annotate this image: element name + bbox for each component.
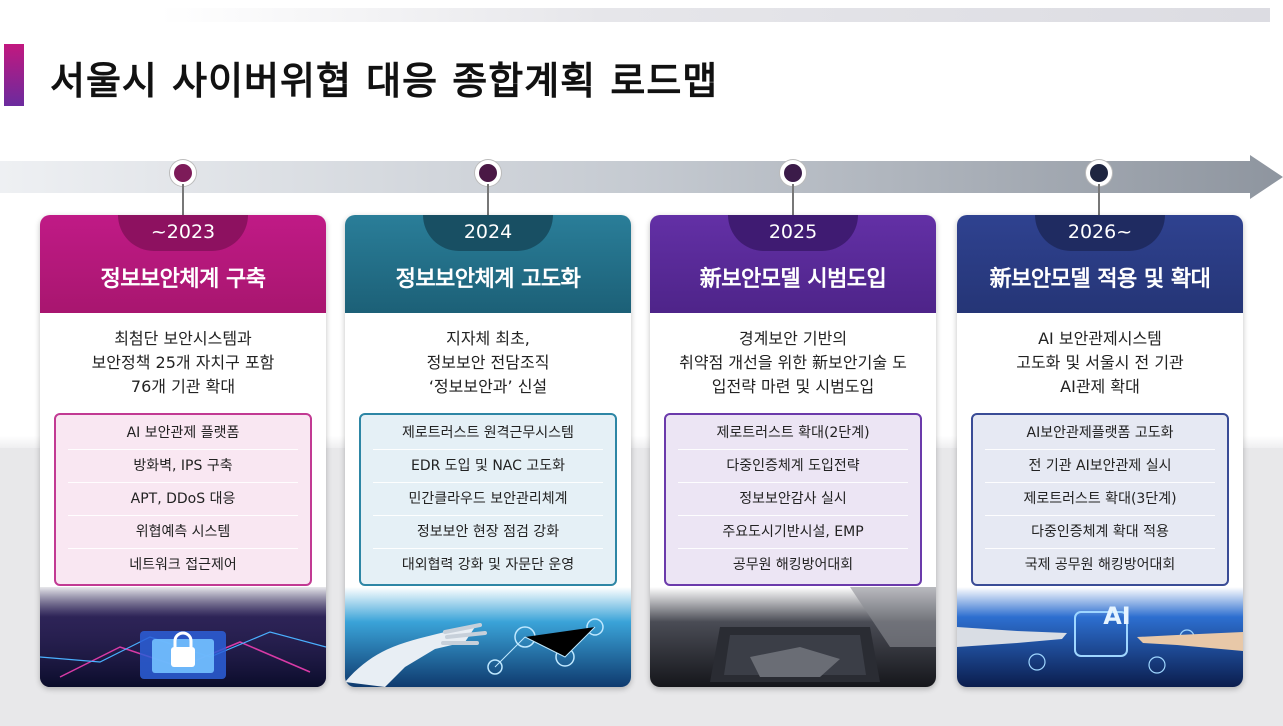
list-item: 공무원 해킹방어대회 [678, 549, 908, 582]
timeline-dot-4 [1086, 160, 1112, 186]
security-chip-lock-icon [40, 587, 326, 687]
timeline-stem-2 [487, 184, 489, 218]
title-accent-bar [4, 44, 24, 106]
card-heading: 정보보안체계 구축 [40, 261, 326, 293]
page-title: 서울시 사이버위협 대응 종합계획 로드맵 [50, 50, 718, 105]
list-item: 다중인증체계 확대 적용 [985, 516, 1215, 549]
list-item: 정보보안 현장 점검 강화 [373, 516, 603, 549]
card-year: 2024 [345, 215, 631, 247]
card-description: 경계보안 기반의 취약점 개선을 위한 新보안기술 도 입전략 마련 및 시범도… [650, 313, 936, 413]
list-item: AI 보안관제 플랫폼 [68, 417, 298, 450]
card-year: 2025 [650, 215, 936, 247]
description-line: 정보보안 전담조직 [355, 351, 621, 375]
card-item-list: 제로트러스트 확대(2단계) 다중인증체계 도입전략 정보보안감사 실시 주요도… [664, 413, 922, 586]
card-description: 지자체 최초, 정보보안 전담조직 ‘정보보안과’ 신설 [345, 313, 631, 413]
list-item: 방화벽, IPS 구축 [68, 450, 298, 483]
card-item-list: AI보안관제플랫폼 고도화 전 기관 AI보안관제 실시 제로트러스트 확대(3… [971, 413, 1229, 586]
roadmap-card-2025: 2025 新보안모델 시범도입 경계보안 기반의 취약점 개선을 위한 新보안기… [650, 215, 936, 687]
list-item: AI보안관제플랫폼 고도화 [985, 417, 1215, 450]
list-item: 대외협력 강화 및 자문단 운영 [373, 549, 603, 582]
card-item-list: 제로트러스트 원격근무시스템 EDR 도입 및 NAC 고도화 민간클라우드 보… [359, 413, 617, 586]
card-year: 2026~ [957, 215, 1243, 247]
ai-label-icon: AI [1087, 602, 1147, 630]
roadmap-card-2023: ~2023 정보보안체계 구축 최첨단 보안시스템과 보안정책 25개 자치구 … [40, 215, 326, 687]
description-line: AI관제 확대 [967, 375, 1233, 399]
roadmap-card-2024: 2024 정보보안체계 고도화 지자체 최초, 정보보안 전담조직 ‘정보보안과… [345, 215, 631, 687]
list-item: 위협예측 시스템 [68, 516, 298, 549]
timeline-dot-3 [780, 160, 806, 186]
description-line: 보안정책 25개 자치구 포함 [50, 351, 316, 375]
card-description: AI 보안관제시스템 고도화 및 서울시 전 기관 AI관제 확대 [957, 313, 1243, 413]
card-header: 2026~ 新보안모델 적용 및 확대 [957, 215, 1243, 313]
description-line: ‘정보보안과’ 신설 [355, 375, 621, 399]
hacker-laptop-icon [650, 587, 936, 687]
list-item: 다중인증체계 도입전략 [678, 450, 908, 483]
card-item-list: AI 보안관제 플랫폼 방화벽, IPS 구축 APT, DDoS 대응 위협예… [54, 413, 312, 586]
description-line: 취약점 개선을 위한 新보안기술 도 [660, 351, 926, 375]
list-item: 민간클라우드 보안관리체계 [373, 483, 603, 516]
timeline-stem-1 [182, 184, 184, 218]
description-line: 고도화 및 서울시 전 기관 [967, 351, 1233, 375]
card-description: 최첨단 보안시스템과 보안정책 25개 자치구 포함 76개 기관 확대 [40, 313, 326, 413]
card-header: 2024 정보보안체계 고도화 [345, 215, 631, 313]
card-year: ~2023 [40, 215, 326, 247]
description-line: 지자체 최초, [355, 327, 621, 351]
description-line: 76개 기관 확대 [50, 375, 316, 399]
list-item: 정보보안감사 실시 [678, 483, 908, 516]
description-line: AI 보안관제시스템 [967, 327, 1233, 351]
timeline-stem-4 [1098, 184, 1100, 218]
list-item: 주요도시기반시설, EMP [678, 516, 908, 549]
top-decor-line [160, 8, 1270, 22]
card-header: ~2023 정보보안체계 구축 [40, 215, 326, 313]
card-heading: 新보안모델 적용 및 확대 [957, 261, 1243, 293]
card-heading: 정보보안체계 고도화 [345, 261, 631, 293]
timeline-dot-2 [475, 160, 501, 186]
card-header: 2025 新보안모델 시범도입 [650, 215, 936, 313]
card-heading: 新보안모델 시범도입 [650, 261, 936, 293]
list-item: 제로트러스트 원격근무시스템 [373, 417, 603, 450]
list-item: 제로트러스트 확대(3단계) [985, 483, 1215, 516]
list-item: EDR 도입 및 NAC 고도화 [373, 450, 603, 483]
list-item: 네트워크 접근제어 [68, 549, 298, 582]
description-line: 입전략 마련 및 시범도입 [660, 375, 926, 399]
list-item: 제로트러스트 확대(2단계) [678, 417, 908, 450]
list-item: 전 기관 AI보안관제 실시 [985, 450, 1215, 483]
timeline-dot-1 [170, 160, 196, 186]
description-line: 경계보안 기반의 [660, 327, 926, 351]
list-item: APT, DDoS 대응 [68, 483, 298, 516]
list-item: 국제 공무원 해킹방어대회 [985, 549, 1215, 582]
timeline-stem-3 [792, 184, 794, 218]
robot-hand-network-icon [345, 587, 631, 687]
description-line: 최첨단 보안시스템과 [50, 327, 316, 351]
